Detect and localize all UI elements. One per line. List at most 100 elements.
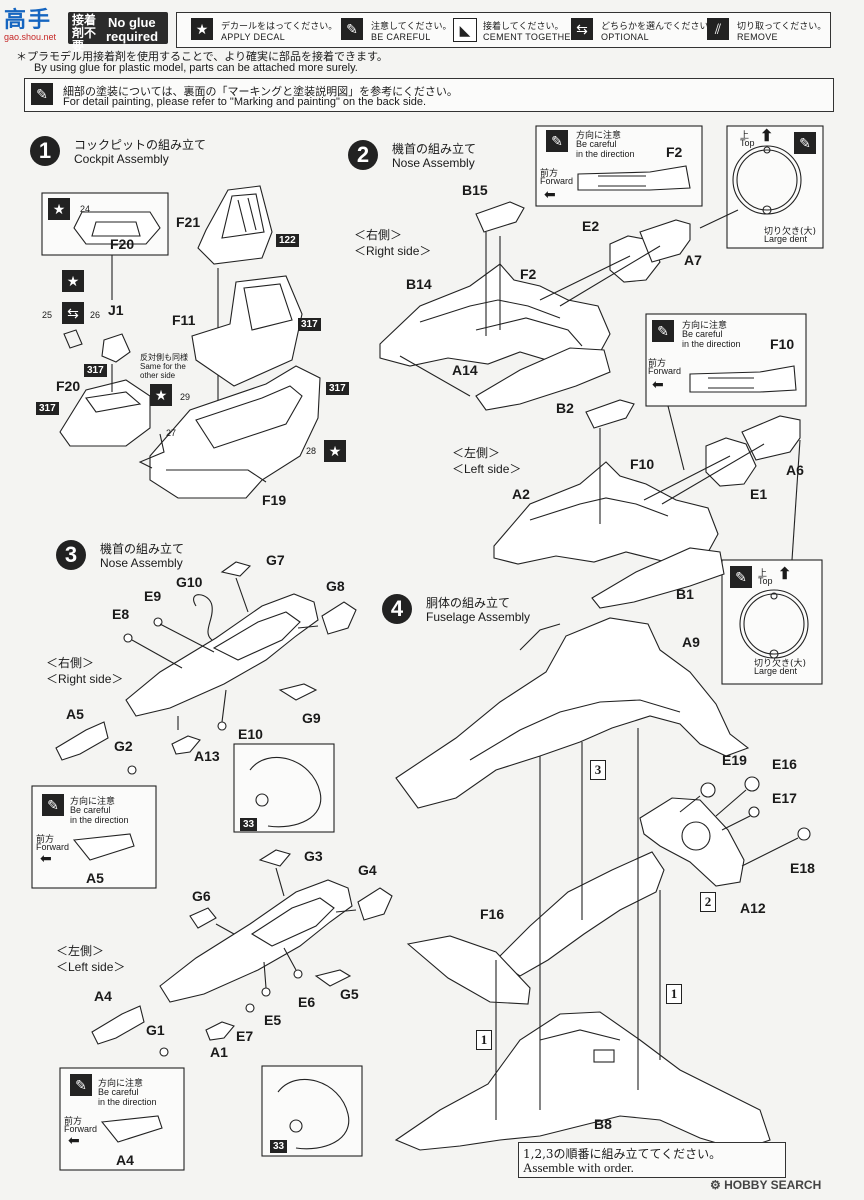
part-e10: E10 [238, 726, 263, 742]
legend-careful-jp: 注意してください。 [371, 22, 452, 32]
care-direction-en-2-2: in the direction [682, 339, 741, 349]
a5-care-en-2: in the direction [70, 815, 129, 825]
paint-note-jp: 細部の塗装については、裏面の「マーキングと塗装説明図」を参考にください。 [63, 85, 458, 98]
part-a13: A13 [194, 748, 220, 764]
watermark: ⚙ HOBBY SEARCH [710, 1178, 821, 1192]
part-a4: A4 [94, 988, 112, 1004]
step-4-title-en: Fuselage Assembly [426, 610, 531, 624]
star-icon: ★ [324, 440, 346, 462]
part-e19: E19 [722, 752, 747, 768]
part-e2: E2 [582, 218, 600, 234]
forward-arrow-icon: ⬅ [68, 1132, 80, 1148]
part-b1: B1 [676, 586, 694, 602]
step-2-number: 2 [348, 140, 378, 170]
decal-24: 24 [80, 204, 91, 214]
order-mark-2: 2 [700, 892, 716, 912]
brush-icon: ✎ [546, 130, 568, 152]
part-a4-callout: A4 [116, 1152, 134, 1168]
logo-subtext: gao.shou.net [4, 32, 57, 42]
part-e17: E17 [772, 790, 797, 806]
legend-cement-jp: 接着してください。 [483, 22, 564, 32]
legend-remove-jp: 切り取ってください。 [737, 22, 827, 32]
decal-33-b: 33 [270, 1140, 288, 1153]
step3-left-side-en: ＜Left side＞ [56, 960, 126, 974]
step-4-number: 4 [382, 594, 412, 624]
no-glue-badge: 接着剤不要 No glue required [68, 12, 168, 53]
step-1-number: 1 [30, 136, 60, 166]
order-note-en: Assemble with order. [523, 1160, 634, 1175]
a4-care-en-1: Be careful [98, 1087, 139, 1097]
part-f2-callout: F2 [666, 144, 683, 160]
part-e7: E7 [236, 1028, 254, 1044]
glue-note-en: By using glue for plastic model, parts c… [34, 62, 358, 74]
part-g7: G7 [266, 552, 285, 568]
forward-en: Forward [540, 176, 574, 186]
part-g5: G5 [340, 986, 359, 1002]
part-f21: F21 [176, 214, 201, 230]
part-f2: F2 [520, 266, 537, 282]
decal-33-a: 33 [240, 818, 258, 831]
care-direction-en-1: Be careful [576, 139, 617, 149]
a4-forward-en: Forward [64, 1124, 98, 1134]
part-g2: G2 [114, 738, 133, 754]
optional-arrows-icon: ⇆ [571, 18, 593, 40]
large-dent-en: Large dent [764, 234, 808, 244]
large-dent-jp: 切り欠き(大) [764, 227, 817, 237]
right-side-jp: ＜右側＞ [354, 228, 403, 242]
paint-122: 122 [276, 234, 299, 247]
step-1-title-en: Cockpit Assembly [74, 152, 169, 166]
legend-careful-en: BE CAREFUL [371, 32, 431, 42]
top-jp: 上 [740, 131, 750, 141]
other-side-note-en-1: Same for the [140, 362, 186, 371]
step-3-title-en: Nose Assembly [100, 556, 183, 570]
star-icon: ★ [150, 384, 172, 406]
top-jp-2: 上 [758, 569, 768, 579]
step-3-title-jp: 機首の組み立て [100, 542, 185, 556]
paint-317-d: 317 [326, 382, 349, 395]
part-f20-callout: F20 [110, 236, 135, 252]
glue-note-jp: ＊プラモデル用接着剤を使用することで、より確実に部品を接着できます。 [16, 50, 388, 63]
star-icon: ★ [48, 198, 70, 220]
star-icon: ★ [191, 18, 213, 40]
care-direction-jp: 方向に注意 [576, 131, 622, 141]
part-a2: A2 [512, 486, 530, 502]
part-f19: F19 [262, 492, 287, 508]
part-f10-callout: F10 [770, 336, 795, 352]
brush-icon: ✎ [341, 18, 363, 40]
step-2-title-jp: 機首の組み立て [392, 142, 477, 156]
part-a9: A9 [682, 634, 700, 650]
logo-text: 高手 [4, 8, 53, 33]
optional-arrows-icon: ⇆ [62, 302, 84, 324]
assembly-order-note: 1,2,3の順番に組み立ててください。 Assemble with order. [518, 1142, 786, 1178]
step3-right-side-en: ＜Right side＞ [46, 672, 124, 686]
a4-care-en-2: in the direction [98, 1097, 157, 1107]
cut-icon: ⫽ [707, 18, 729, 40]
left-side-jp: ＜左側＞ [452, 446, 501, 460]
part-g1: G1 [146, 1022, 165, 1038]
brush-icon: ✎ [70, 1074, 92, 1096]
part-b8: B8 [594, 1116, 612, 1132]
forward-arrow-icon: ⬅ [544, 186, 556, 202]
decal-28: 28 [306, 446, 317, 456]
part-g3: G3 [304, 848, 323, 864]
part-a7: A7 [684, 252, 702, 268]
part-a6: A6 [786, 462, 804, 478]
part-a1: A1 [210, 1044, 228, 1060]
legend-optional-en: OPTIONAL [601, 32, 649, 42]
part-g8: G8 [326, 578, 345, 594]
brush-icon: ✎ [652, 320, 674, 342]
other-side-note-en-2: other side [140, 371, 176, 380]
decal-25: 25 [42, 310, 53, 320]
decal-27: 27 [166, 428, 177, 438]
top-en-2: Top [758, 576, 773, 586]
arrow-up-icon: ⬆ [760, 128, 774, 145]
order-mark-1-b: 1 [476, 1030, 492, 1050]
watermark-text: HOBBY SEARCH [724, 1178, 822, 1192]
large-dent-jp-2: 切り欠き(大) [754, 659, 807, 669]
part-g6: G6 [192, 888, 211, 904]
forward-jp: 前方 [540, 169, 559, 179]
no-glue-en-1: No glue [108, 15, 156, 30]
legend-optional-jp: どちらかを選んでください。 [601, 22, 718, 32]
step3-left-side-jp: ＜左側＞ [56, 944, 105, 958]
left-side-en: ＜Left side＞ [452, 462, 522, 476]
